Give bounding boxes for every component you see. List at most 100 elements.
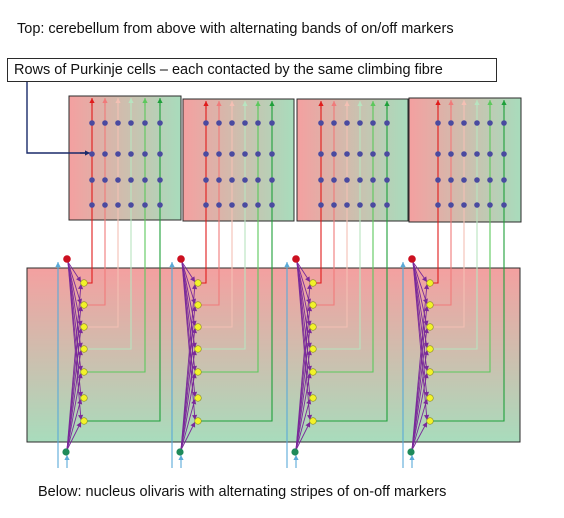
collateral-arrow-head [191,365,197,371]
purkinje-cell-dot [115,202,121,208]
collateral-arrow [67,261,82,305]
collateral-arrow [412,261,428,421]
collateral-arrow [296,261,311,421]
collateral-arrow [411,372,428,451]
fibre-arrow-head [89,98,95,103]
collateral-arrow [411,398,428,451]
fibre-arrow-head [501,100,507,105]
purkinje-cell-dot [115,177,121,183]
collateral-arrow-head [305,276,310,282]
climbing-fibre [430,105,505,422]
purkinje-cell-dot [318,151,324,157]
purkinje-cell-dot [128,202,134,208]
climbing-fibre [430,105,478,350]
purkinje-cell-dot [255,202,261,208]
cerebellum-panel [182,98,295,222]
purkinje-cell-dot [501,120,507,126]
collateral-arrow-head [422,276,427,282]
relay-cell-dot [309,394,317,402]
collateral-arrow [66,372,82,451]
relay-cell-dot [309,368,317,376]
olive-cell-dot-red [408,255,416,263]
olive-cell-dot-red [63,255,71,263]
collateral-arrow [412,261,428,349]
purkinje-cell-dot [370,202,376,208]
collateral-arrow [181,261,196,327]
relay-cell-dot [426,345,434,353]
purkinje-cell-dot [128,151,134,157]
climbing-fibre [198,106,246,350]
relay-cell-dot [194,417,202,425]
fibre-arrow-head [269,101,275,106]
relay-cell-dot [194,323,202,331]
purkinje-cell-dot [474,151,480,157]
collateral-arrow-head [423,391,430,397]
climbing-fibre [313,106,361,350]
purkinje-cell-dot [142,202,148,208]
collateral-arrow-head [306,284,313,290]
relay-cell-dot [309,417,317,425]
purkinje-cell-dot [487,202,493,208]
purkinje-cell-dot [357,151,363,157]
relay-cell-dot [426,417,434,425]
collateral-arrow [295,398,311,451]
relay-cell-dot [80,345,88,353]
purkinje-cell-dot [487,151,493,157]
collateral-arrow [67,261,82,421]
relay-cell-dot [80,279,88,287]
purkinje-cell-dot [255,151,261,157]
olive-band-rect [26,267,521,443]
cerebellum-panels [68,95,522,223]
olive-cell-dot-green [407,448,415,456]
collateral-arrow-head [191,342,197,348]
fibre-arrow-head [357,101,363,106]
collateral-arrow-head [306,365,312,371]
relay-cell-dot [426,301,434,309]
input-arrow-head [284,262,290,267]
purkinje-cell-dot [115,120,121,126]
collateral-arrow [180,372,196,451]
collateral-arrow-head [77,342,83,348]
fibre-arrow-head [435,100,441,105]
climbing-fibre [84,103,146,373]
purkinje-cell-dot [89,177,95,183]
collateral-arrow-head [422,422,427,428]
purkinje-cell-dot [242,202,248,208]
purkinje-cell-dot [216,120,222,126]
relay-cell-dot [309,279,317,287]
relay-cell-dot [80,417,88,425]
collateral-arrow-head [306,328,313,334]
collateral-arrow [66,398,82,451]
purkinje-cell-dot [474,202,480,208]
purkinje-cell-dot [255,177,261,183]
cerebellum-panel [68,95,182,221]
fibre-arrow-head [255,101,261,106]
purkinje-cell-dot [318,202,324,208]
fibre-arrow-head [448,100,454,105]
collateral-arrow-head [77,306,84,312]
purkinje-cell-dot [216,177,222,183]
fibre-arrow-head [384,101,390,106]
collateral-arrow-head [77,414,84,420]
relay-cell-dot [80,301,88,309]
purkinje-cell-dot [229,202,235,208]
fibre-arrow-head [487,100,493,105]
collateral-arrow [181,261,196,421]
top-caption: Top: cerebellum from above with alternat… [17,21,454,37]
fibre-arrow-head [216,101,222,106]
collateral-arrow [66,421,82,451]
purkinje-cell-dot [128,120,134,126]
label-pointer [26,80,86,154]
purkinje-cell-dot [435,177,441,183]
purkinje-cell-dot [331,151,337,157]
purkinje-cell-dot [448,120,454,126]
purkinje-cell-dot [344,120,350,126]
purkinje-cell-dot [435,151,441,157]
purkinje-cell-dot [435,120,441,126]
purkinje-cell-dot [461,120,467,126]
purkinje-cell-dot [157,120,163,126]
purkinje-cell-dot [357,202,363,208]
purkinje-cell-dot [318,177,324,183]
relay-cell-dot [426,279,434,287]
